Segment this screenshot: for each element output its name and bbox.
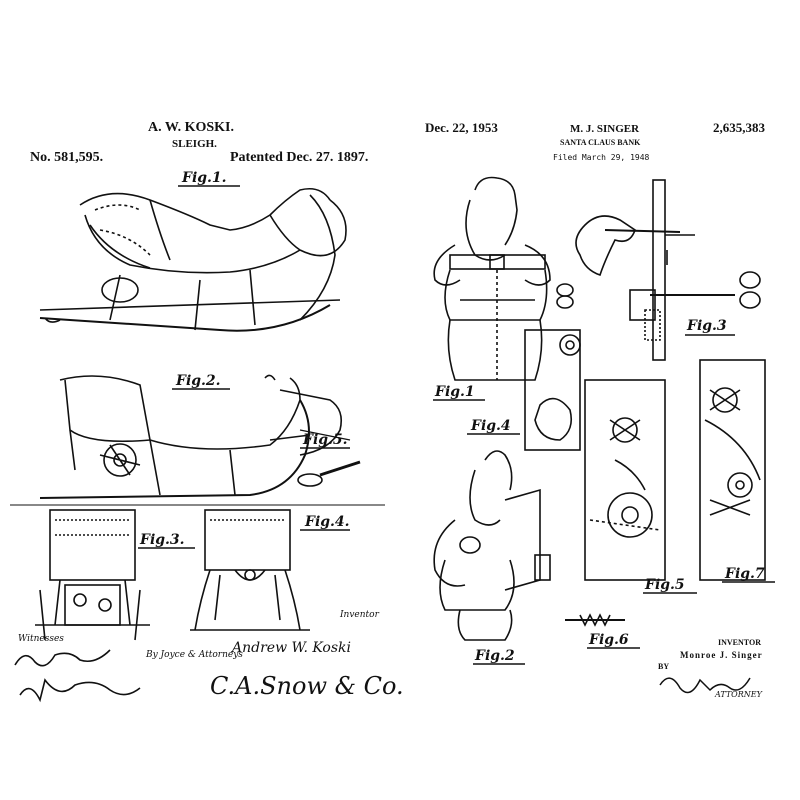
attorney-label: ATTORNEY (715, 690, 762, 699)
fig5-santa-label: Fig.5 (645, 577, 685, 593)
fig3-label: Fig.3. (140, 532, 185, 548)
attorney-signature: C.A.Snow & Co. (210, 672, 404, 700)
sleigh-patent-sheet: A. W. KOSKI. SLEIGH. No. 581,595. Patent… (0, 0, 404, 800)
fig2-label: Fig.2. (176, 373, 221, 389)
left-patent-title: SLEIGH. (172, 138, 217, 150)
fig6-santa-label: Fig.6 (589, 632, 629, 648)
right-inventor-label: INVENTOR (718, 638, 761, 647)
right-inventor-name: M. J. SINGER (570, 123, 640, 135)
right-inventor-signature-name: Monroe J. Singer (680, 650, 763, 660)
right-patent-number: 2,635,383 (713, 120, 765, 135)
by-label: BY (658, 662, 670, 671)
fig1-label: Fig.1. (182, 170, 227, 186)
left-patent-number: No. 581,595. (30, 150, 104, 165)
witnesses-label: Witnesses (18, 634, 64, 644)
left-patent-date: Patented Dec. 27. 1897. (230, 150, 369, 165)
santa-bank-drawings (433, 176, 775, 694)
filed-date: Filed March 29, 1948 (553, 153, 650, 162)
fig7-santa-label: Fig.7 (725, 566, 765, 582)
fig3-santa-label: Fig.3 (687, 318, 727, 334)
right-patent-title: SANTA CLAUS BANK (560, 138, 641, 147)
fig4-label: Fig.4. (305, 514, 350, 530)
fig5-label: Fig.5. (303, 432, 348, 448)
fig1-santa-label: Fig.1 (435, 384, 475, 400)
left-inventor-label: Inventor (340, 610, 379, 620)
attorney-line: By Joyce & Attorneys (146, 650, 243, 660)
witness-signatures (14, 649, 141, 703)
inventor-signature: Andrew W. Koski (232, 640, 351, 656)
right-patent-date: Dec. 22, 1953 (425, 120, 498, 135)
santa-bank-patent-sheet: Dec. 22, 1953 M. J. SINGER 2,635,383 SAN… (405, 0, 800, 800)
sleigh-drawings (10, 185, 385, 641)
fig2-santa-label: Fig.2 (475, 648, 515, 664)
left-inventor-name: A. W. KOSKI. (148, 120, 234, 135)
fig4-santa-label: Fig.4 (471, 418, 511, 434)
